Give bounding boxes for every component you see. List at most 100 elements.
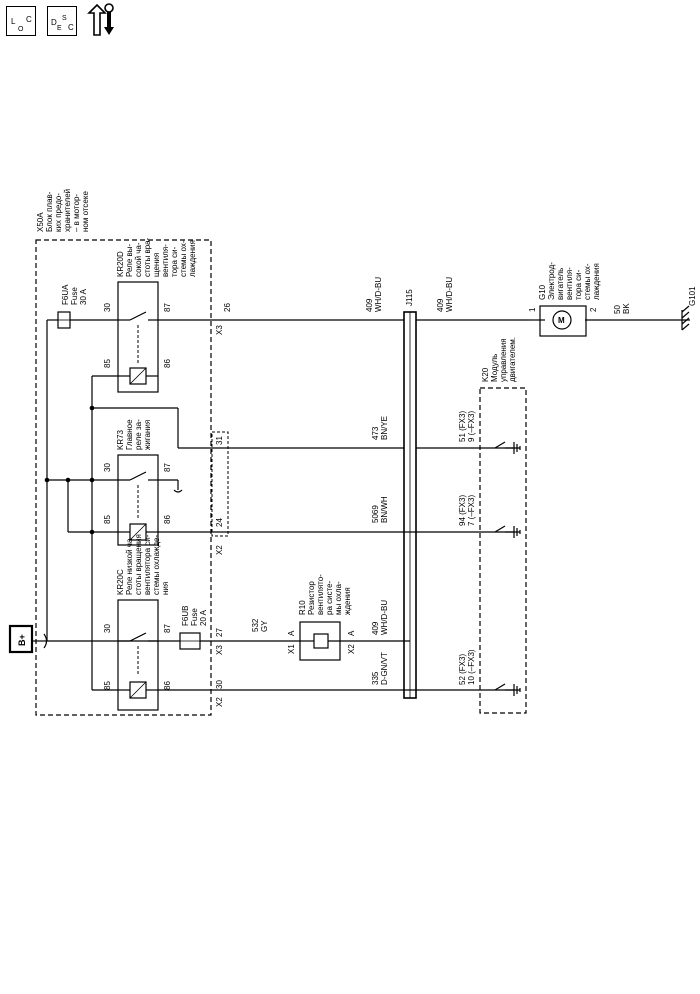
wire-50-label: 50 BK	[613, 303, 631, 314]
label-resistor-lines-3: ра систе-	[325, 580, 334, 615]
up-down-arrow-wrench-icon[interactable]	[86, 3, 118, 37]
label-resistor-x1: X1	[287, 644, 296, 654]
label-box_x50a-name_lines-0: Блок плав-	[45, 191, 54, 232]
wire-5069-label: 5069 BN/WH	[371, 496, 389, 523]
label-relays-kr20c-lines-0: KR20C	[116, 569, 125, 595]
ecm-pin-51: 51 (FX3) 9 (–FX3)	[458, 411, 476, 442]
label-wires-w50-num: 50	[613, 305, 622, 314]
relay-kr20c	[117, 599, 159, 711]
label-relays-kr20c-lines-2: стоты вращения	[134, 534, 143, 595]
ecm-driver-2	[494, 525, 521, 538]
label-resistor-lines-2: вентилято-	[316, 574, 325, 615]
label-relays-kr20d-pins-1: 87	[163, 303, 172, 312]
motor-symbol: M	[558, 316, 565, 325]
label-relays-kr20d-pins-3: 86	[163, 359, 172, 368]
label-motor-lines-0: G10	[538, 284, 547, 300]
wire-409-r10-label: 409 WH/D-BU	[371, 600, 389, 635]
label-relays-kr20c-lines-5: ния	[161, 582, 170, 595]
label-wires-w532-color: GY	[260, 620, 269, 632]
desc-letter-s: S	[62, 15, 67, 22]
label-relays-kr20d-lines-2: сокой ча-	[134, 242, 143, 277]
label-motor-lines-4: тора си-	[574, 269, 583, 300]
label-connectors-x2_30-name: X2	[215, 697, 224, 707]
label-wires-w335-num: 335	[371, 671, 380, 685]
label-relays-kr20c-lines-3: вентилятора си-	[143, 534, 152, 595]
label-resistor-a1: A	[287, 630, 296, 636]
label-connectors-x2_31-pin: 31	[215, 436, 224, 445]
relay-kr73	[117, 454, 159, 546]
label-relays-kr20c-pins-1: 87	[163, 624, 172, 633]
label-relays-kr73-pins-3: 86	[163, 515, 172, 524]
label-motor-lines-3: вентиля-	[565, 267, 574, 300]
wire-409-top-label: 409 WH/D-BU	[365, 277, 383, 312]
ecm-driver-1	[494, 441, 521, 454]
label-motor-lines-1: Электрод-	[547, 262, 556, 300]
label-connectors-x2_24-pin: 24	[215, 518, 224, 527]
label-wires-w409_right-color: WH/D-BU	[445, 277, 454, 312]
label-ecm-pins-1-b: 7 (–FX3)	[467, 495, 476, 526]
label-connectors-x3_26-pin: 26	[223, 303, 232, 312]
label-relays-kr20c-lines-4: стемы охлажде-	[152, 535, 161, 595]
label-ecm-lines-1: Модуль	[490, 354, 499, 382]
label-box_x50a-code: X50A	[36, 212, 45, 232]
loc-button[interactable]: L O C	[6, 6, 36, 36]
label-resistor-lines-0: R10	[298, 600, 307, 615]
label-fuses-f6ua-lines-1: Fuse	[70, 287, 79, 305]
ground-g101-label: G101	[688, 286, 697, 306]
label-ecm-pins-1-a: 94 (FX3)	[458, 495, 467, 526]
label-relays-kr20d-lines-3: стоты вра-	[143, 237, 152, 277]
ecm-k20-label: K20 Модуль управления двигателем.	[481, 337, 517, 382]
label-fuses-f6ub-lines-2: 20 A	[199, 609, 208, 626]
desc-button[interactable]: D E S C	[47, 6, 77, 36]
label-ecm-lines-0: K20	[481, 367, 490, 382]
label-motor-lines-6: лаждения	[592, 263, 601, 300]
label-wires-w532-num: 532	[251, 618, 260, 632]
label-relays-kr20d-pins-0: 30	[103, 303, 112, 312]
label-wires-w5069-num: 5069	[371, 505, 380, 523]
connector-x2-outline	[211, 431, 229, 537]
label-resistor-lines-5: ждения	[343, 587, 352, 615]
label-ecm-lines-3: двигателем.	[508, 337, 517, 382]
battery-terminal	[8, 624, 34, 654]
label-relays-kr20d-lines-7: стемы ох-	[179, 240, 188, 277]
label-relays-kr73-pins-0: 30	[103, 463, 112, 472]
label-relays-kr73-lines-2: реле за-	[134, 419, 143, 450]
label-wires-w409_right-num: 409	[436, 298, 445, 312]
label-relays-kr73-pins-2: 85	[103, 515, 112, 524]
label-connectors-x2_24-name: X2	[215, 545, 224, 555]
label-wires-w409_r10-num: 409	[371, 621, 380, 635]
fuse-block-x50a-outline	[35, 239, 212, 716]
loc-letter-o: O	[18, 26, 24, 33]
label-ecm-pins-0-b: 9 (–FX3)	[467, 411, 476, 442]
label-box_x50a-name_lines-2: хранителей	[63, 189, 72, 232]
label-motor-pin2: 2	[589, 307, 598, 312]
label-connectors-x3_26-name: X3	[215, 325, 224, 335]
label-resistor-x2: X2	[347, 644, 356, 654]
label-resistor-lines-1: Резистор	[307, 581, 316, 615]
label-relays-kr20d-lines-1: Реле вы-	[125, 243, 134, 277]
relay-kr20c-label: KR20C Реле низкой ча- стоты вращения вен…	[116, 534, 170, 595]
label-ecm-pins-0-a: 51 (FX3)	[458, 411, 467, 442]
fuse-f6ub-label: F6UB Fuse 20 A	[181, 606, 208, 626]
label-wires-w335-color: D-GN/VT	[380, 652, 389, 685]
label-relays-kr20d-lines-5: вентиля-	[161, 244, 170, 277]
label-splice-name: J115	[405, 289, 414, 306]
loc-letter-c: C	[26, 15, 32, 24]
label-relays-kr20c-pins-2: 85	[103, 681, 112, 690]
label-connectors-x3_27-pin: 27	[215, 628, 224, 637]
label-motor-lines-2: вигатель	[556, 268, 565, 300]
desc-letter-d: D	[51, 18, 57, 27]
relay-kr73-label: KR73 Главное реле за- жигания	[116, 419, 152, 450]
label-ecm-lines-2: управления	[499, 338, 508, 382]
label-relays-kr20c-pins-3: 86	[163, 681, 172, 690]
motor-g10-label: G10 Электрод- вигатель вентиля- тора си-…	[538, 262, 601, 300]
label-wires-w5069-color: BN/WH	[380, 496, 389, 523]
label-relays-kr20d-lines-4: щения	[152, 253, 161, 277]
label-relays-kr20d-lines-0: KR20D	[116, 251, 125, 277]
label-fuses-f6ua-lines-0: F6UA	[61, 284, 70, 305]
battery-label: B+	[17, 634, 27, 646]
label-relays-kr20d-lines-6: тора си-	[170, 246, 179, 277]
label-relays-kr20d-pins-2: 85	[103, 359, 112, 368]
label-motor-lines-5: стемы ох-	[583, 263, 592, 300]
